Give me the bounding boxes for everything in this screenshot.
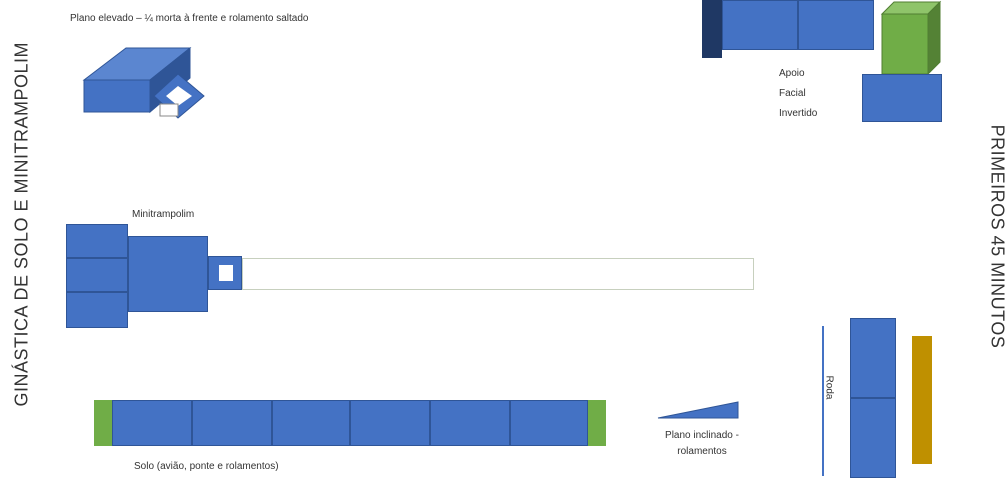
apoio-green-block	[880, 0, 942, 76]
apoio-label-line-1: Apoio	[779, 68, 805, 79]
solo-green-end-left	[94, 400, 112, 446]
roda-gold-bar	[912, 336, 932, 464]
minitrampolim-mat-3	[66, 292, 128, 328]
minitrampolim-mat-1	[66, 224, 128, 258]
roda-mat-1	[850, 318, 896, 398]
roda-label: Roda	[823, 375, 835, 400]
solo-mat-4	[350, 400, 430, 446]
apoio-label-line-3: Invertido	[779, 108, 818, 119]
minitrampolim-label: Minitrampolim	[132, 209, 195, 220]
roda-line	[822, 326, 824, 476]
right-side-title: PRIMEIROS 45 MINUTOS	[987, 124, 1008, 349]
solo-green-end-right	[588, 400, 606, 446]
plano-inclinado-label: Plano inclinado - rolamentos	[640, 428, 764, 460]
solo-mat-1	[112, 400, 192, 446]
solo-label: Solo (avião, ponte e rolamentos)	[134, 461, 279, 472]
run-up-track	[242, 258, 754, 290]
apoio-mat-1	[722, 0, 798, 50]
minitrampolim-trampoline	[208, 256, 242, 290]
roda-mat-2	[850, 398, 896, 478]
plano-elevado-box	[82, 46, 205, 119]
apoio-wall-bar	[702, 0, 722, 58]
plano-inclinado-line-2: rolamentos	[677, 446, 727, 457]
plano-inclinado-ramp	[657, 401, 739, 419]
apoio-mat-2	[798, 0, 874, 50]
apoio-base-mat	[862, 74, 942, 122]
apoio-label-line-2: Facial	[779, 88, 806, 99]
minitrampolim-mat-2	[66, 258, 128, 292]
plano-elevado-label: Plano elevado – ¼ morta à frente e rolam…	[70, 13, 309, 24]
solo-mat-6	[510, 400, 588, 446]
solo-mat-3	[272, 400, 350, 446]
minitrampolim-mat-4	[128, 236, 208, 312]
apoio-facial-label: Apoio Facial Invertido	[779, 64, 817, 124]
trampoline-bed	[219, 265, 233, 281]
solo-mat-2	[192, 400, 272, 446]
solo-mat-5	[430, 400, 510, 446]
plano-inclinado-line-1: Plano inclinado -	[665, 430, 739, 441]
left-side-title: GINÁSTICA DE SOLO E MINITRAMPOLIM	[11, 41, 32, 407]
